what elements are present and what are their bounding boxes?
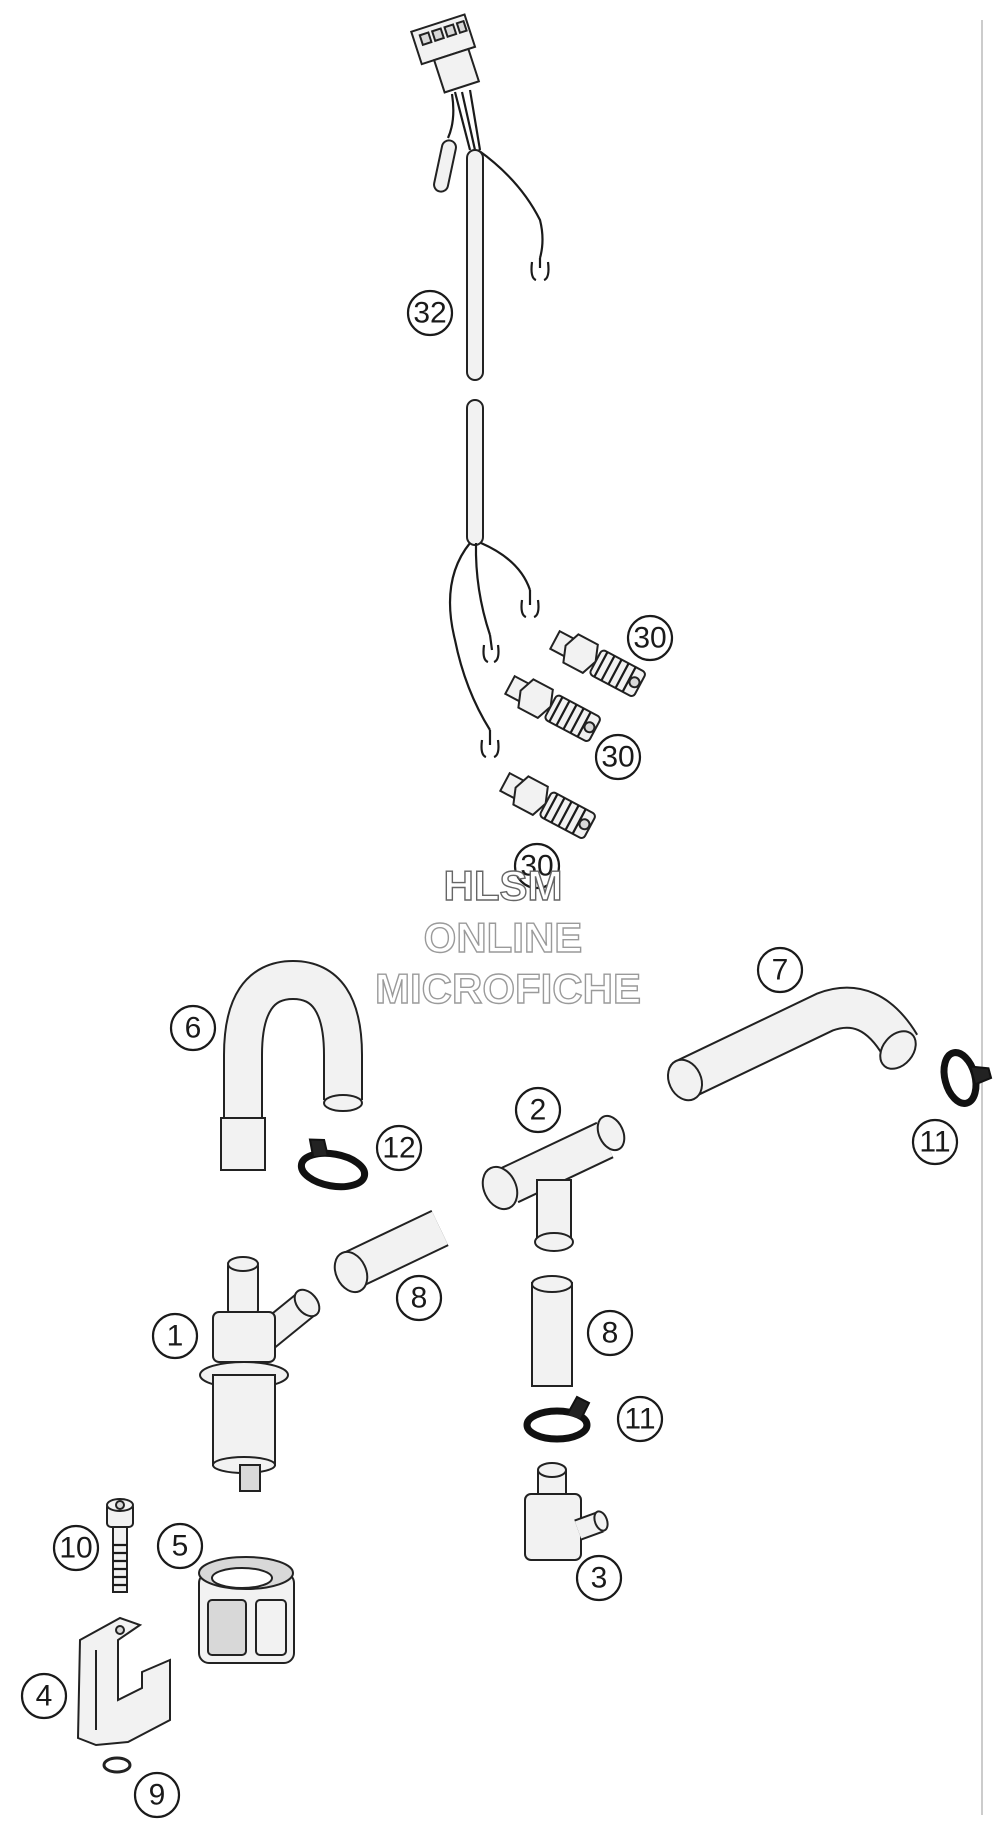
temperature-sensor-icon	[433, 139, 457, 193]
hose-clamp-part-12[interactable]	[297, 1137, 370, 1191]
svg-text:7: 7	[772, 954, 789, 987]
callout-4: 4	[20, 1672, 68, 1720]
svg-text:3: 3	[591, 1562, 608, 1595]
svg-text:30: 30	[520, 850, 553, 883]
wiring-connector-icon	[410, 13, 481, 94]
callout-30-a: 30	[626, 614, 674, 662]
svg-text:32: 32	[413, 297, 446, 330]
callout-30-b: 30	[594, 733, 642, 781]
washer-part-9[interactable]	[102, 1756, 132, 1774]
hose-part-7[interactable]	[662, 986, 923, 1106]
hose-part-8-a[interactable]	[329, 1209, 449, 1297]
svg-text:ONLINE: ONLINE	[424, 914, 583, 961]
svg-text:2: 2	[530, 1094, 547, 1127]
callout-8-a: 8	[395, 1274, 443, 1322]
rubber-holder-part-5[interactable]	[198, 1556, 295, 1664]
temp-sensor-part-30-a[interactable]	[547, 626, 647, 699]
svg-text:8: 8	[411, 1282, 428, 1315]
callout-12: 12	[375, 1124, 423, 1172]
callout-5: 5	[156, 1522, 204, 1570]
temp-sensor-part-30-c[interactable]	[497, 768, 597, 841]
callout-10: 10	[52, 1524, 100, 1572]
svg-text:11: 11	[624, 1403, 655, 1436]
svg-text:10: 10	[59, 1532, 92, 1565]
svg-text:30: 30	[601, 741, 634, 774]
svg-text:6: 6	[185, 1012, 202, 1045]
callout-30-c: 30	[513, 842, 561, 890]
bolt-part-10[interactable]	[106, 1498, 134, 1593]
valve-part-1[interactable]	[199, 1256, 324, 1492]
hose-clamp-part-11-a[interactable]	[939, 1045, 996, 1107]
callout-8-b: 8	[586, 1309, 634, 1357]
wiring-harness-part-32[interactable]	[410, 13, 550, 759]
callout-32: 32	[406, 289, 454, 337]
bracket-part-4[interactable]	[76, 1616, 171, 1747]
svg-text:4: 4	[36, 1680, 53, 1713]
callout-6: 6	[169, 1004, 217, 1052]
temp-sensor-part-30-b[interactable]	[502, 671, 602, 744]
callout-11-a: 11	[911, 1118, 959, 1166]
hose-part-8-b[interactable]	[531, 1275, 573, 1387]
svg-text:HLSM: HLSM	[444, 862, 563, 909]
hose-clamp-part-11-b[interactable]	[523, 1395, 591, 1443]
u-hose-part-6[interactable]	[220, 959, 363, 1171]
svg-text:5: 5	[172, 1530, 189, 1563]
callout-2: 2	[514, 1086, 562, 1134]
t-fitting-part-2[interactable]	[476, 1112, 629, 1252]
callout-3: 3	[575, 1554, 623, 1602]
callout-9: 9	[133, 1771, 181, 1819]
svg-text:9: 9	[149, 1779, 166, 1812]
svg-text:11: 11	[919, 1126, 950, 1159]
svg-text:1: 1	[167, 1320, 184, 1353]
callout-1: 1	[151, 1312, 199, 1360]
svg-text:MICROFICHE: MICROFICHE	[375, 965, 641, 1012]
watermark: HLSM ONLINE MICROFICHE	[374, 861, 641, 1012]
svg-text:30: 30	[633, 622, 666, 655]
callout-11-b: 11	[616, 1395, 664, 1443]
svg-text:8: 8	[602, 1317, 619, 1350]
svg-text:12: 12	[382, 1132, 415, 1165]
callout-7: 7	[756, 946, 804, 994]
elbow-fitting-part-3[interactable]	[524, 1462, 610, 1561]
